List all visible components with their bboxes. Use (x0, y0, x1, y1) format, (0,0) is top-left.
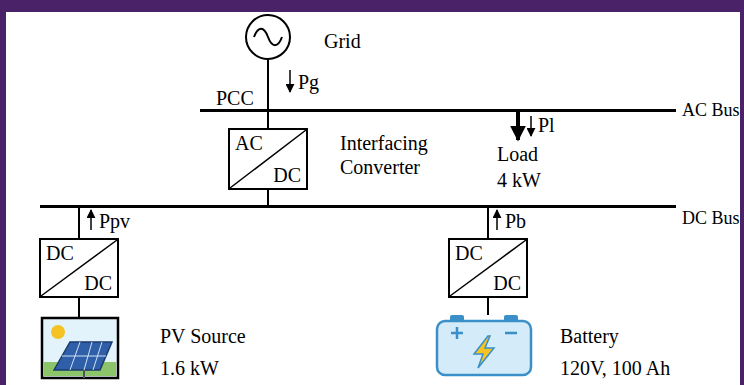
dc-bus: DC Bus (40, 205, 676, 208)
flow-arrow (289, 70, 291, 92)
load-rating: 4 kW (497, 169, 541, 191)
node-text: DC (273, 164, 301, 186)
node-text: DC (493, 272, 521, 294)
ac-bus: AC Bus (200, 109, 676, 112)
flow-arrow (90, 210, 92, 230)
power-label: Pb (504, 210, 527, 232)
node-text: AC (235, 132, 263, 154)
sine-symbol (254, 29, 282, 46)
node-text: DC (46, 242, 74, 264)
power-label: Pg (297, 71, 320, 93)
wire (487, 298, 489, 315)
wire (267, 112, 269, 128)
node-text: Interfacing Converter (340, 131, 452, 179)
converter-box: ACDCInterfacing Converter (228, 128, 308, 190)
dc-dc-converter: DC DC (448, 238, 528, 298)
node-text: DC (455, 242, 483, 264)
pv-source: PV Source1.6 kW (42, 318, 118, 378)
node-text: AC Bus (682, 99, 740, 121)
load-arrow (516, 112, 520, 140)
battery-icon (437, 315, 531, 375)
wire (487, 208, 489, 238)
wire (78, 208, 80, 238)
flow-arrow (530, 116, 532, 136)
node-text: Battery (560, 324, 619, 348)
wire (267, 60, 269, 109)
flow-arrow (496, 210, 498, 230)
load-label: Load (497, 143, 538, 165)
grid-source: Grid (245, 14, 291, 60)
wire (267, 190, 269, 205)
battery: Battery120V, 100 Ah (437, 315, 531, 375)
dc-dc-converter: DC DC (39, 238, 119, 298)
node-text: 1.6 kW (160, 356, 219, 380)
node-text: Grid (324, 30, 361, 52)
pv-panel-icon (42, 318, 118, 378)
node-text: DC Bus (682, 207, 740, 229)
power-label: Pl (538, 114, 555, 136)
node-text: PV Source (160, 324, 246, 348)
node-text: 120V, 100 Ah (560, 356, 670, 380)
pcc-label: PCC (216, 87, 254, 109)
node-text: DC (84, 272, 112, 294)
wire (78, 298, 80, 318)
power-label: Ppv (98, 210, 131, 232)
